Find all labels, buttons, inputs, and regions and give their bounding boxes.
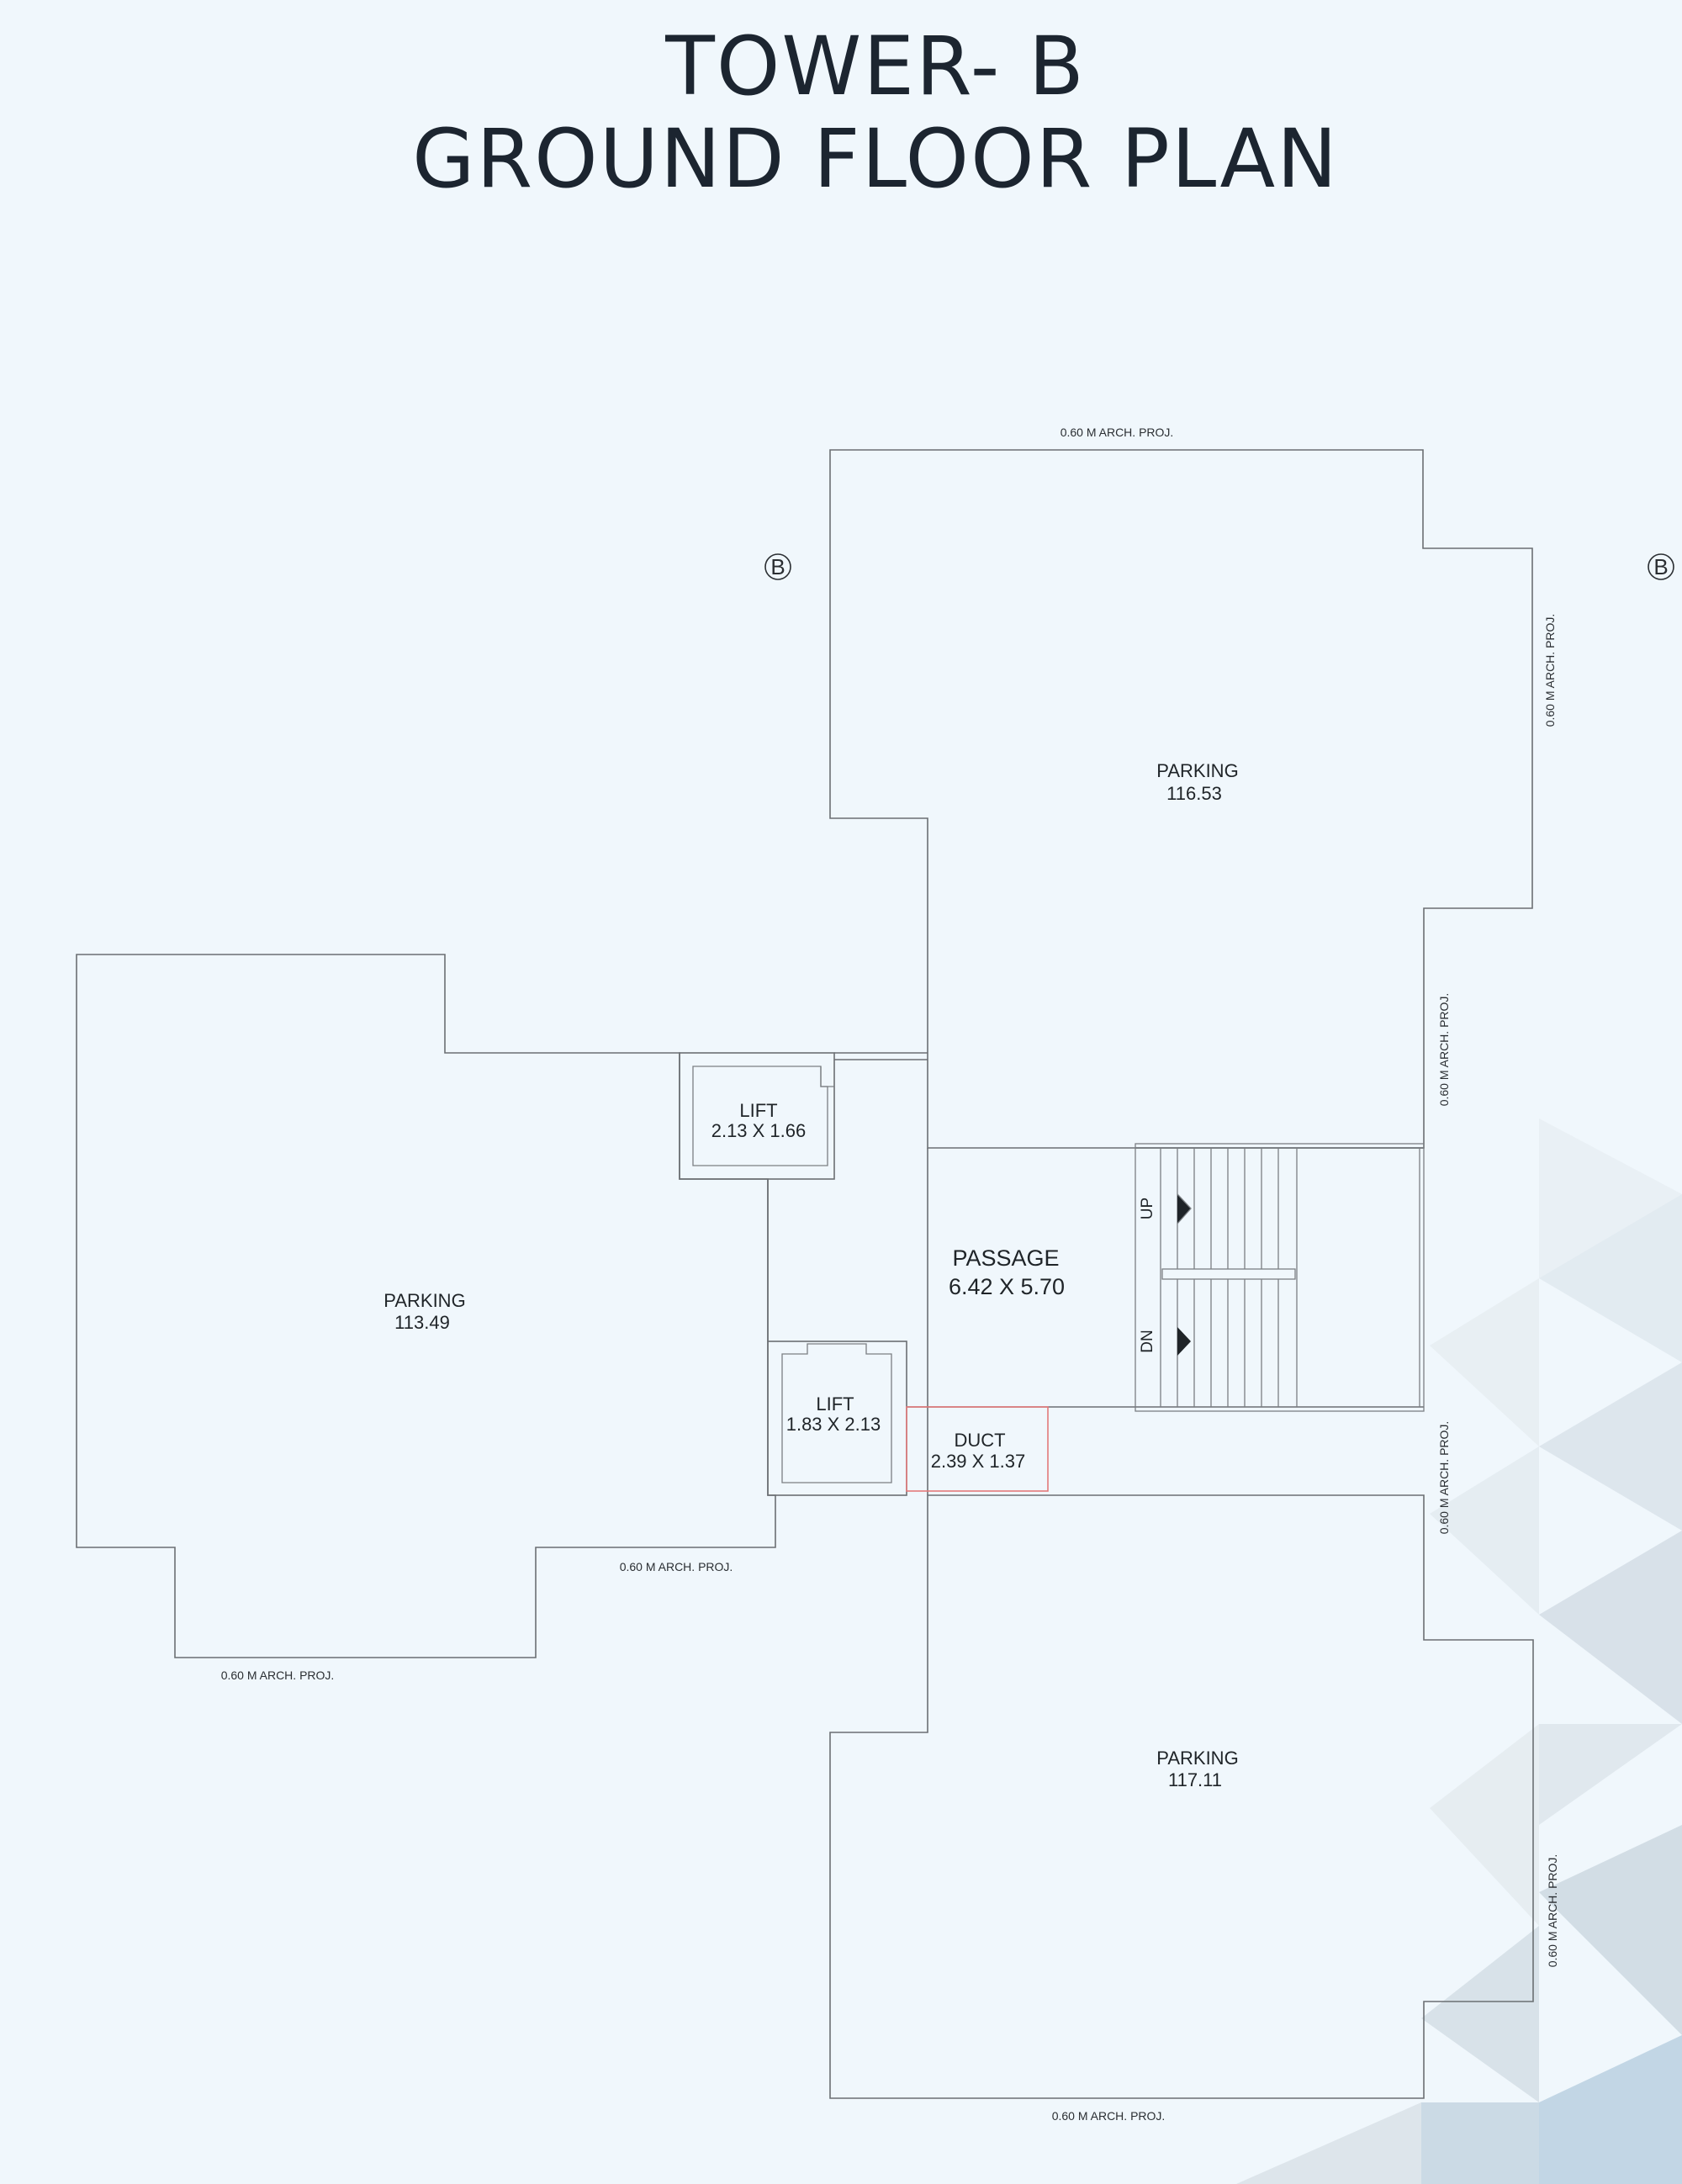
parking-top-outline	[829, 449, 1533, 1149]
passage-size: 6.42 X 5.70	[949, 1274, 1065, 1299]
parking-left-name: PARKING	[383, 1290, 465, 1311]
lift-top	[679, 1052, 835, 1180]
duct-outline	[906, 1406, 1049, 1492]
duct-size: 2.39 X 1.37	[931, 1451, 1026, 1472]
grid-marker-right-label: B	[1653, 554, 1668, 579]
parking-bottom-name: PARKING	[1156, 1748, 1238, 1769]
grid-marker-left-label: B	[770, 554, 785, 579]
title-line-1: TOWER- B	[664, 19, 1086, 114]
lift-top-name: LIFT	[739, 1100, 777, 1121]
decorative-triangles	[1236, 1118, 1682, 2184]
grid-marker-right: B	[1648, 553, 1674, 580]
projection-label-right-lower: 0.60 M ARCH. PROJ.	[1437, 1421, 1451, 1535]
projection-label-right-top: 0.60 M ARCH. PROJ.	[1543, 614, 1557, 727]
parking-bottom-area: 117.11	[1168, 1769, 1222, 1790]
projection-label-top: 0.60 M ARCH. PROJ.	[1061, 426, 1174, 439]
parking-bottom-outline	[829, 1494, 1534, 2099]
lift-bottom-name: LIFT	[816, 1393, 854, 1415]
lift-bottom-size: 1.83 X 2.13	[786, 1414, 881, 1435]
projection-label-right-mid: 0.60 M ARCH. PROJ.	[1437, 993, 1451, 1107]
projection-label-bottom: 0.60 M ARCH. PROJ.	[1052, 2109, 1166, 2123]
projection-label-right-bottom: 0.60 M ARCH. PROJ.	[1546, 1854, 1559, 1968]
projection-label-left-bottom: 0.60 M ARCH. PROJ.	[221, 1668, 335, 1682]
parking-top-area: 116.53	[1166, 783, 1222, 804]
passage-name: PASSAGE	[952, 1245, 1059, 1271]
stair-up-arrow-icon	[1177, 1194, 1191, 1224]
title-line-2: GROUND FLOOR PLAN	[412, 112, 1339, 206]
grid-marker-left: B	[764, 553, 791, 580]
projection-label-left-mid: 0.60 M ARCH. PROJ.	[620, 1560, 733, 1573]
stair-down-arrow-icon	[1177, 1327, 1191, 1356]
staircase	[1135, 1143, 1425, 1412]
lift-top-size: 2.13 X 1.66	[711, 1120, 807, 1141]
parking-left-area: 113.49	[394, 1312, 450, 1333]
stair-down-label: DN	[1139, 1330, 1156, 1352]
duct-name: DUCT	[954, 1430, 1005, 1451]
stair-up-label: UP	[1139, 1198, 1156, 1219]
parking-top-name: PARKING	[1156, 760, 1238, 781]
